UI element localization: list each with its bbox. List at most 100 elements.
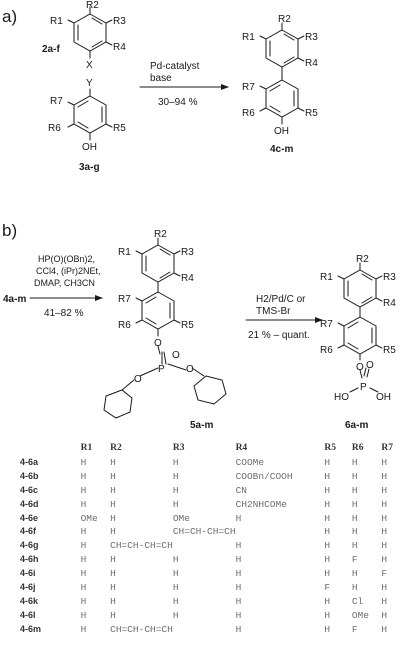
substituent-cell: H	[235, 512, 242, 524]
condition-b1-1: HP(O)(OBn)2,	[38, 254, 95, 264]
int-sub-r3: R3	[181, 247, 194, 258]
panel-b-label: b)	[2, 221, 17, 240]
sub-r6: R6	[48, 123, 61, 134]
substituent-cell: H	[172, 595, 179, 607]
p6-atom-o2: O	[366, 360, 374, 371]
substituent-cell: COOBn/COOH	[235, 470, 293, 482]
substituent-cell: H	[235, 582, 242, 594]
substituent-cell: H	[351, 484, 358, 496]
condition-b1-2: CCl4, (iPr)2NEt,	[36, 266, 101, 276]
substituent-cell: H	[235, 568, 242, 580]
column-header: R6	[351, 443, 364, 453]
substituent-cell: CH=CH-CH=CH	[110, 540, 173, 552]
substituent-cell: H	[351, 568, 358, 580]
compound-4cm-label: 4c-m	[270, 144, 293, 155]
substituent-cell: H	[381, 498, 388, 510]
substituent-cell: H	[172, 456, 179, 468]
substituent-cell: H	[110, 568, 116, 580]
substituent-cell: H	[172, 609, 179, 621]
substituent-cell: CN	[235, 484, 247, 496]
yield-b1: 41–82 %	[44, 308, 84, 319]
prod-sub-r1: R1	[242, 32, 255, 43]
reactant-3ag-structure	[67, 88, 113, 141]
substituent-cell: H	[381, 554, 388, 566]
p6-sub-r4: R4	[383, 298, 396, 309]
substituent-cell: H	[324, 568, 331, 580]
condition-a-1: Pd-catalyst	[150, 61, 200, 72]
substituent-cell: H	[172, 568, 179, 580]
substituent-cell: H	[381, 484, 388, 496]
substituent-cell: H	[324, 526, 331, 538]
substituent-cell: H	[351, 512, 358, 524]
int-atom-o3: O	[134, 374, 142, 385]
substituent-cell: H	[80, 484, 87, 496]
p6-sub-r6: R6	[320, 345, 333, 356]
compound-id-cell: 4-6i	[20, 568, 36, 579]
p6-sub-r2: R2	[356, 254, 369, 265]
compound-id-cell: 4-6f	[20, 526, 37, 537]
compound-3ag-label: 3a-g	[79, 162, 100, 173]
substituent-cell: H	[172, 484, 179, 496]
prod-sub-r2: R2	[278, 14, 291, 25]
substituent-cell: H	[324, 456, 331, 468]
substituent-cell: F	[351, 623, 358, 635]
substituent-cell: H	[80, 456, 87, 468]
int-atom-o2: O	[172, 350, 180, 361]
condition-a-2: base	[150, 73, 172, 84]
substituent-cell: H	[381, 609, 388, 621]
substituent-cell: H	[351, 582, 358, 594]
compound-id-cell: 4-6l	[20, 609, 36, 620]
column-header	[20, 442, 81, 456]
substituent-cell: H	[381, 456, 388, 468]
int-sub-r2: R2	[154, 229, 167, 240]
substituent-cell: H	[324, 595, 331, 607]
substituent-cell: H	[324, 554, 331, 566]
substituent-cell: H	[80, 582, 87, 594]
compound-id-cell: 4-6b	[20, 470, 39, 481]
column-header: R5	[324, 443, 337, 453]
substituent-cell: H	[381, 540, 388, 552]
compound-5am-label: 5a-m	[190, 420, 213, 431]
sub-y: Y	[86, 78, 93, 89]
compound-id-cell: 4-6h	[20, 554, 39, 565]
substituent-cell: H	[381, 623, 388, 635]
substituent-cell: H	[172, 554, 179, 566]
p6-sub-r3: R3	[383, 272, 396, 283]
column-header: R1	[80, 443, 93, 453]
substituent-cell: H	[235, 623, 242, 635]
substituent-cell: H	[110, 526, 116, 538]
int-atom-o1: O	[154, 338, 162, 349]
int-sub-r5: R5	[181, 320, 194, 331]
substituent-cell: Cl	[351, 595, 364, 607]
compound-id-cell: 4-6d	[20, 498, 39, 509]
sub-r1: R1	[50, 16, 63, 27]
p6-atom-o1: O	[356, 362, 364, 373]
prod-sub-r6: R6	[242, 108, 255, 119]
column-header: R4	[235, 443, 248, 453]
sub-r4: R4	[113, 42, 126, 53]
product-6am-structure	[337, 262, 383, 393]
substituent-cell: H	[172, 498, 179, 510]
substituent-cell: H	[235, 609, 242, 621]
substituent-cell: H	[324, 623, 331, 635]
sub-r2: R2	[86, 0, 99, 11]
compound-id-cell: 4-6m	[20, 623, 42, 634]
substituent-cell: H	[351, 526, 358, 538]
substituent-cell: COOMe	[235, 456, 265, 468]
compound-id-cell: 4-6j	[20, 582, 36, 593]
sub-r3: R3	[113, 16, 126, 27]
compound-id-cell: 4-6a	[20, 456, 39, 467]
substituent-cell: H	[172, 470, 179, 482]
substituent-cell: H	[351, 540, 358, 552]
substituent-cell: F	[351, 554, 358, 566]
